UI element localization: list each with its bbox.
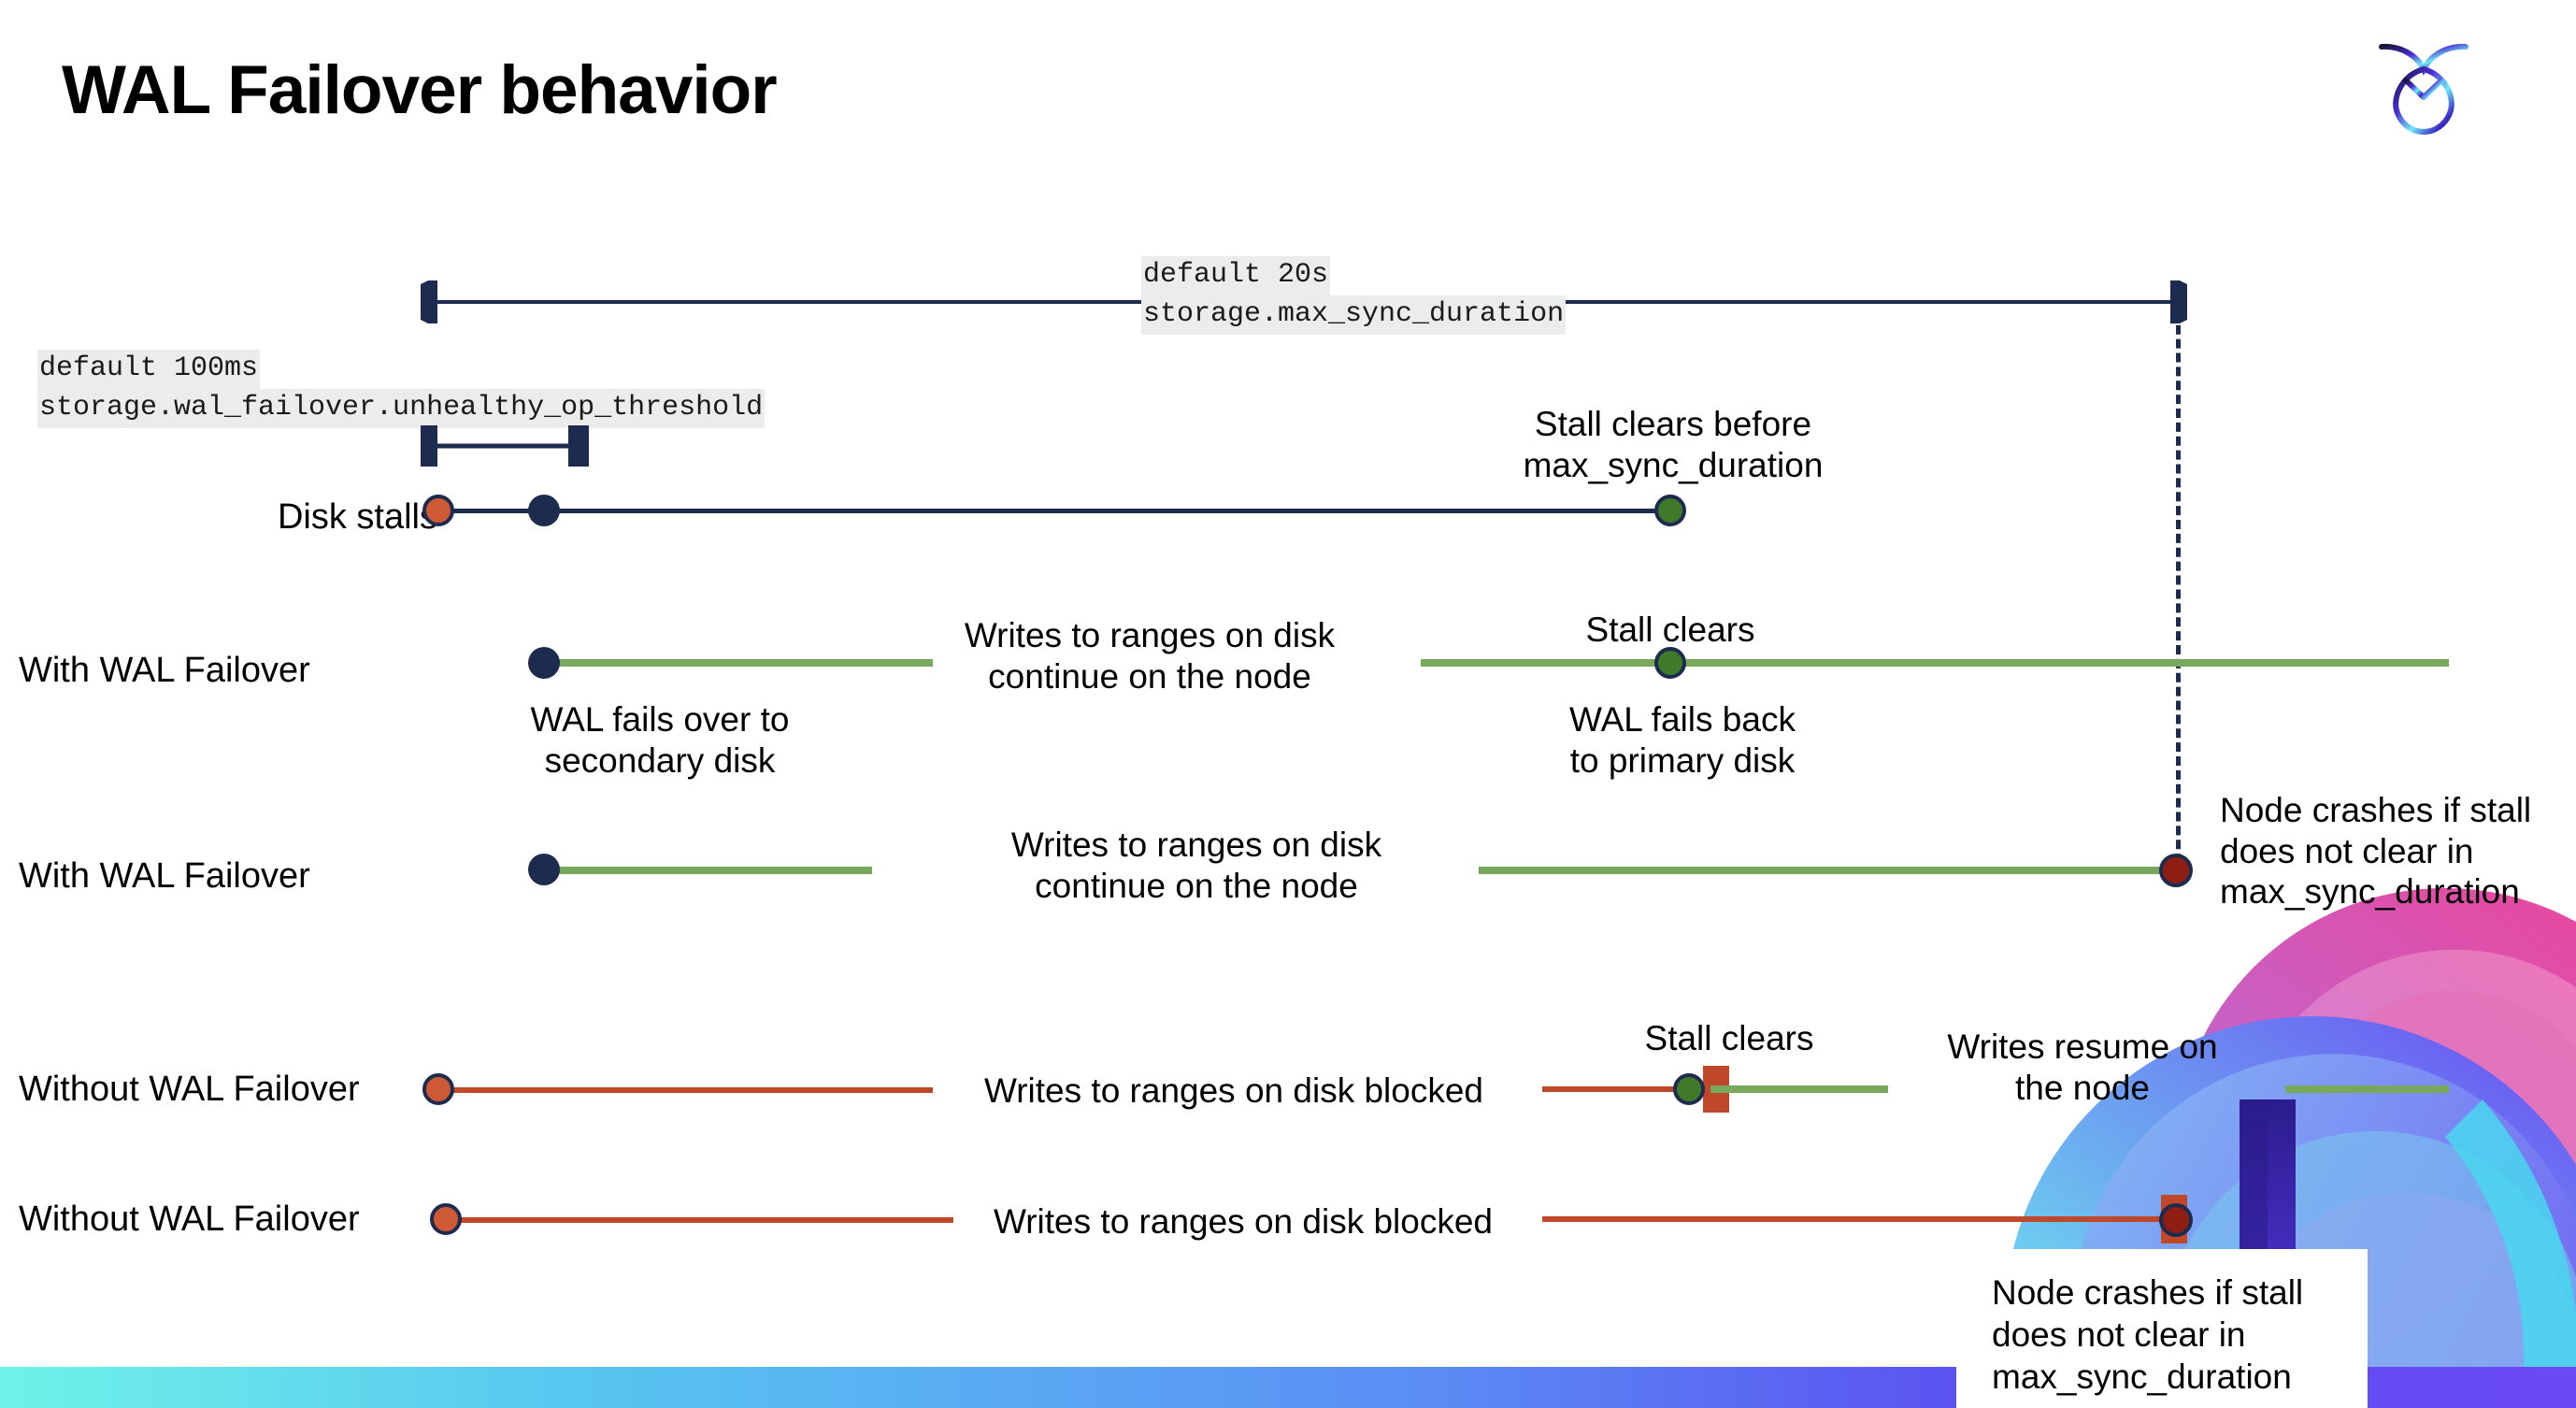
row-label-without-wal-failover-1: Without WAL Failover <box>19 1070 360 1109</box>
unhealthy-op-setting-label: storage.wal_failover.unhealthy_op_thresh… <box>37 388 766 428</box>
annotation-wal-fails-over: WAL fails over to secondary disk <box>530 700 790 780</box>
without-failover-1-resume-line-right <box>2285 1085 2449 1093</box>
with-failover-2-segment-right <box>1479 867 2187 874</box>
with-failover-1-segment-right <box>1421 659 2449 667</box>
without-failover-1-resume-line <box>1710 1085 1888 1093</box>
with-failover-2-node-crash-dot <box>2159 854 2193 887</box>
annotation-writes-blocked-2: Writes to ranges on disk blocked <box>993 1202 1494 1241</box>
annotation-stall-clears-2: Stall clears <box>1644 1019 1814 1057</box>
annotation-node-crashes-1: Node crashes if stall does not clear in … <box>2220 791 2532 912</box>
node-crash-callout-box: Node crashes if stall does not clear in … <box>1956 1249 2368 1408</box>
without-failover-2-blocked-left <box>458 1217 953 1223</box>
max-sync-deadline-dashed-line <box>2176 297 2181 877</box>
max-sync-default-label: default 20s <box>1141 256 1331 295</box>
without-failover-1-stall-clear-dot <box>1673 1073 1705 1105</box>
row-label-without-wal-failover-2: Without WAL Failover <box>19 1200 360 1239</box>
max-sync-duration-setting-block: default 20s storage.max_sync_duration <box>1141 256 1567 335</box>
max-sync-setting-label: storage.max_sync_duration <box>1141 295 1567 335</box>
annotation-stall-clears-1: Stall clears <box>1585 611 1755 649</box>
row-label-disk-stalls: Disk stalls <box>277 497 437 537</box>
annotation-stall-clears-before-max-sync: Stall clears before max_sync_duration <box>1523 405 1824 484</box>
annotation-writes-blocked-1: Writes to ranges on disk blocked <box>983 1071 1484 1110</box>
cockroachdb-logo-icon <box>2372 26 2475 138</box>
with-failover-1-stall-clear-dot <box>1654 647 1686 679</box>
with-failover-2-failover-dot <box>528 854 560 885</box>
with-failover-2-segment-left <box>550 867 872 874</box>
annotation-node-crashes-2: Node crashes if stall does not clear in … <box>1992 1273 2304 1397</box>
row-label-with-wal-failover-1: With WAL Failover <box>19 651 310 690</box>
annotation-writes-continue-1: Writes to ranges on disk continue on the… <box>964 616 1336 696</box>
page-title: WAL Failover behavior <box>62 52 778 128</box>
with-failover-1-failover-dot <box>528 647 560 679</box>
without-failover-1-start-dot <box>422 1073 454 1105</box>
annotation-writes-resume: Writes resume on the node <box>1947 1027 2218 1107</box>
unhealthy-op-threshold-span-arrow <box>421 425 589 467</box>
unhealthy-op-default-label: default 100ms <box>37 350 261 389</box>
annotation-wal-fails-back: WAL fails back to primary disk <box>1569 700 1796 780</box>
without-failover-1-blocked-left <box>447 1087 933 1093</box>
with-failover-1-segment-left <box>550 659 933 667</box>
wal-failover-trigger-dot <box>528 495 560 526</box>
disk-stalls-timeline <box>439 509 1675 513</box>
row-label-with-wal-failover-2: With WAL Failover <box>19 856 310 896</box>
without-failover-2-blocked-arrow <box>1542 1195 2187 1243</box>
without-failover-2-start-dot <box>430 1203 462 1235</box>
disk-stall-start-dot <box>422 495 454 526</box>
disk-stall-clear-dot <box>1654 495 1686 526</box>
annotation-writes-continue-2: Writes to ranges on disk continue on the… <box>1010 826 1382 905</box>
unhealthy-op-threshold-setting-block: default 100ms storage.wal_failover.unhea… <box>37 350 766 428</box>
without-failover-2-node-crash-dot <box>2159 1203 2193 1237</box>
